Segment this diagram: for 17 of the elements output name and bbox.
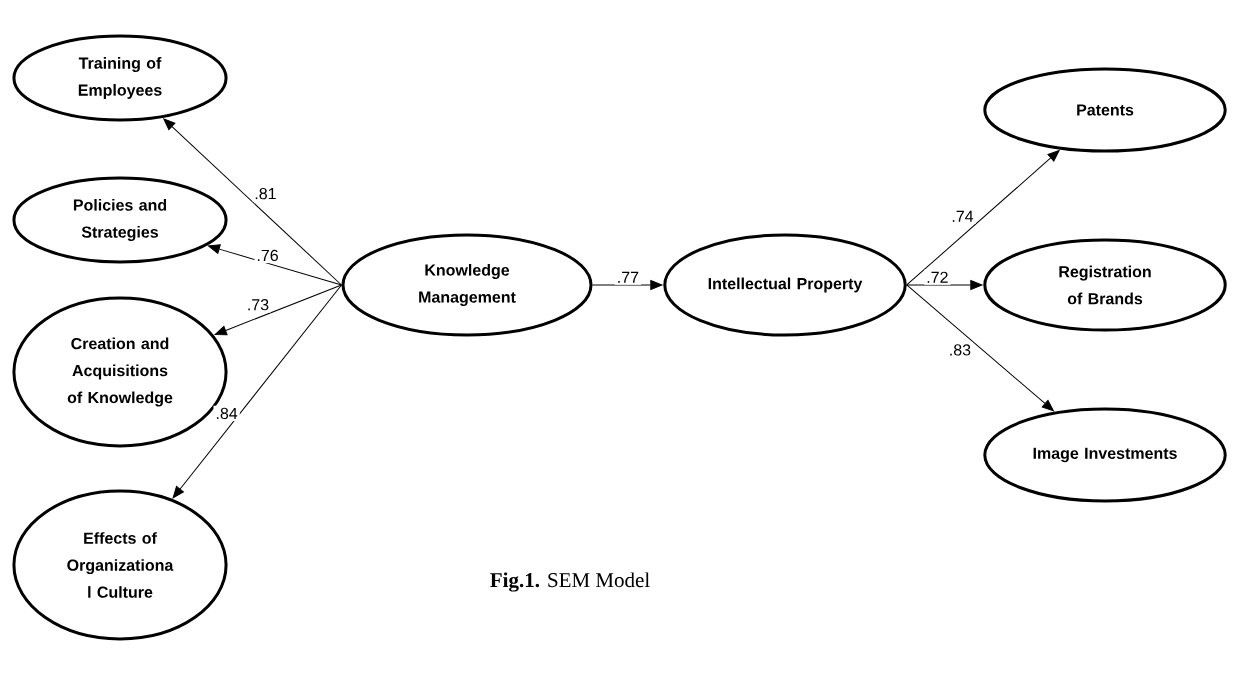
path-coefficient: .84 bbox=[213, 405, 240, 422]
path-coefficient: .72 bbox=[924, 269, 951, 285]
path-coefficient: .77 bbox=[614, 269, 642, 285]
path-coefficient: .83 bbox=[946, 342, 974, 358]
path-coefficient: .81 bbox=[252, 185, 279, 202]
arrow bbox=[906, 280, 983, 290]
arrow bbox=[172, 284, 342, 499]
arrow bbox=[906, 284, 1055, 412]
arrow bbox=[207, 244, 342, 286]
arrow bbox=[214, 284, 342, 336]
arrow bbox=[592, 280, 663, 290]
path-coefficient: .73 bbox=[244, 297, 272, 313]
figure-caption: Fig.1. SEM Model bbox=[490, 572, 650, 592]
arrow bbox=[163, 118, 342, 286]
path-coefficient: .74 bbox=[949, 208, 976, 224]
path-coefficient: .76 bbox=[254, 247, 281, 264]
arrow bbox=[906, 149, 1060, 286]
